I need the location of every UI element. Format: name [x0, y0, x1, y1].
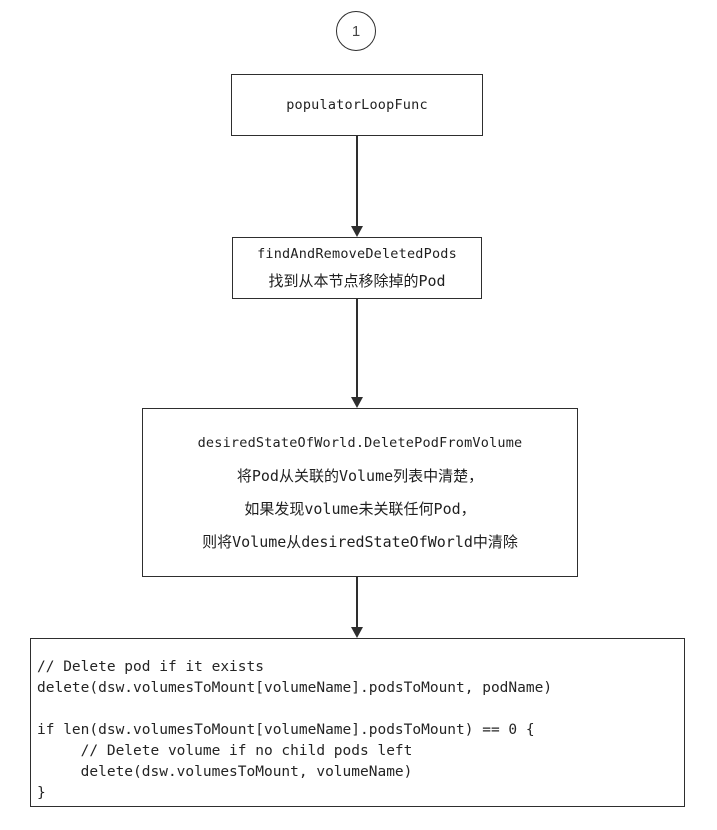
node-title: findAndRemoveDeletedPods	[257, 246, 457, 262]
arrow-delete-pod-to-code	[350, 577, 364, 638]
code-text: // Delete pod if it exists delete(dsw.vo…	[37, 659, 553, 801]
node-title: populatorLoopFunc	[286, 97, 428, 113]
arrow-shaft	[356, 136, 358, 228]
arrow-populator-to-find	[350, 136, 364, 237]
arrow-find-to-delete-pod	[350, 299, 364, 408]
node-title: desiredStateOfWorld.DeletePodFromVolume	[197, 434, 523, 451]
arrow-shaft	[356, 577, 358, 629]
start-node-label: 1	[351, 22, 361, 40]
node-subtitle: 找到从本节点移除掉的Pod	[268, 272, 446, 290]
node-find-and-remove-deleted-pods: findAndRemoveDeletedPods 找到从本节点移除掉的Pod	[232, 237, 482, 299]
code-block: // Delete pod if it exists delete(dsw.vo…	[30, 638, 685, 807]
arrow-down-head-icon	[351, 397, 363, 408]
node-description-line: 则将Volume从desiredStateOfWorld中清除	[202, 532, 518, 551]
node-populator-loop-func: populatorLoopFunc	[231, 74, 483, 136]
node-delete-pod-from-volume: desiredStateOfWorld.DeletePodFromVolume …	[142, 408, 578, 577]
node-description-line: 如果发现volume未关联任何Pod，	[244, 499, 476, 518]
arrow-shaft	[356, 299, 358, 399]
node-description-line: 将Pod从关联的Volume列表中清楚，	[236, 466, 484, 485]
arrow-down-head-icon	[351, 627, 363, 638]
arrow-down-head-icon	[351, 226, 363, 237]
start-node-circle: 1	[336, 11, 376, 51]
